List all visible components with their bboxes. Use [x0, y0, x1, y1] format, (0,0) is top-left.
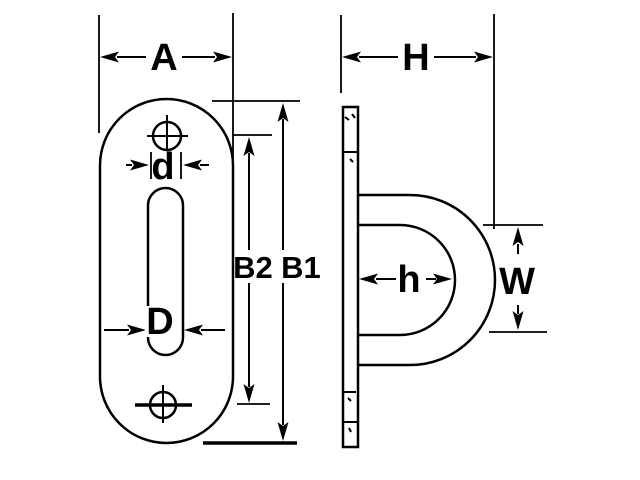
dimension-d: d — [126, 146, 209, 188]
dimension-A: A — [98, 13, 234, 170]
dimension-D: D — [104, 301, 225, 343]
dim-B1-arrow-down-icon — [277, 422, 289, 441]
dim-A-arrow-left-icon — [100, 51, 119, 63]
dimension-H: H — [340, 14, 495, 229]
dim-h-arrow-left-icon — [359, 273, 378, 285]
dim-B1-label: B1 — [281, 250, 321, 285]
dim-D-label: D — [146, 301, 173, 343]
front-view: A d D B2 — [98, 13, 321, 445]
dim-B2-label: B2 — [233, 250, 273, 285]
eye-loop-outer — [358, 193, 497, 367]
dim-h-arrow-right-icon — [433, 273, 452, 285]
dimension-B2: B2 — [233, 134, 273, 405]
dim-B2-arrow-up-icon — [243, 137, 255, 156]
dim-W-arrow-up-icon — [512, 227, 524, 246]
dim-D-arrow-left-icon — [127, 324, 146, 336]
dim-H-label: H — [402, 37, 429, 79]
side-view: H h W — [340, 14, 547, 449]
dim-A-label: A — [150, 37, 177, 79]
dim-A-arrow-right-icon — [213, 51, 232, 63]
dim-H-arrow-left-icon — [342, 51, 361, 63]
dim-B2-arrow-down-icon — [243, 384, 255, 403]
dim-H-arrow-right-icon — [474, 51, 493, 63]
plate-side-outline — [341, 105, 360, 449]
dim-D-label-mask — [145, 306, 176, 337]
plate-slot-outline — [146, 186, 185, 357]
dim-d-arrow-right-icon — [183, 159, 202, 171]
dim-d-label: d — [151, 146, 174, 188]
dimension-W: W — [483, 224, 547, 333]
dim-W-label: W — [499, 261, 535, 303]
dimension-h: h — [359, 259, 452, 301]
eye-loop-inner — [358, 223, 457, 337]
dim-B1-arrow-up-icon — [277, 103, 289, 122]
dim-h-label: h — [397, 259, 420, 301]
dim-W-arrow-down-icon — [512, 311, 524, 330]
plate-front-outline — [98, 97, 235, 445]
plate-texture-marks — [344, 113, 357, 433]
dim-d-arrow-left-icon — [130, 159, 149, 171]
dimension-B1: B1 — [203, 100, 321, 445]
dim-D-arrow-right-icon — [184, 324, 203, 336]
